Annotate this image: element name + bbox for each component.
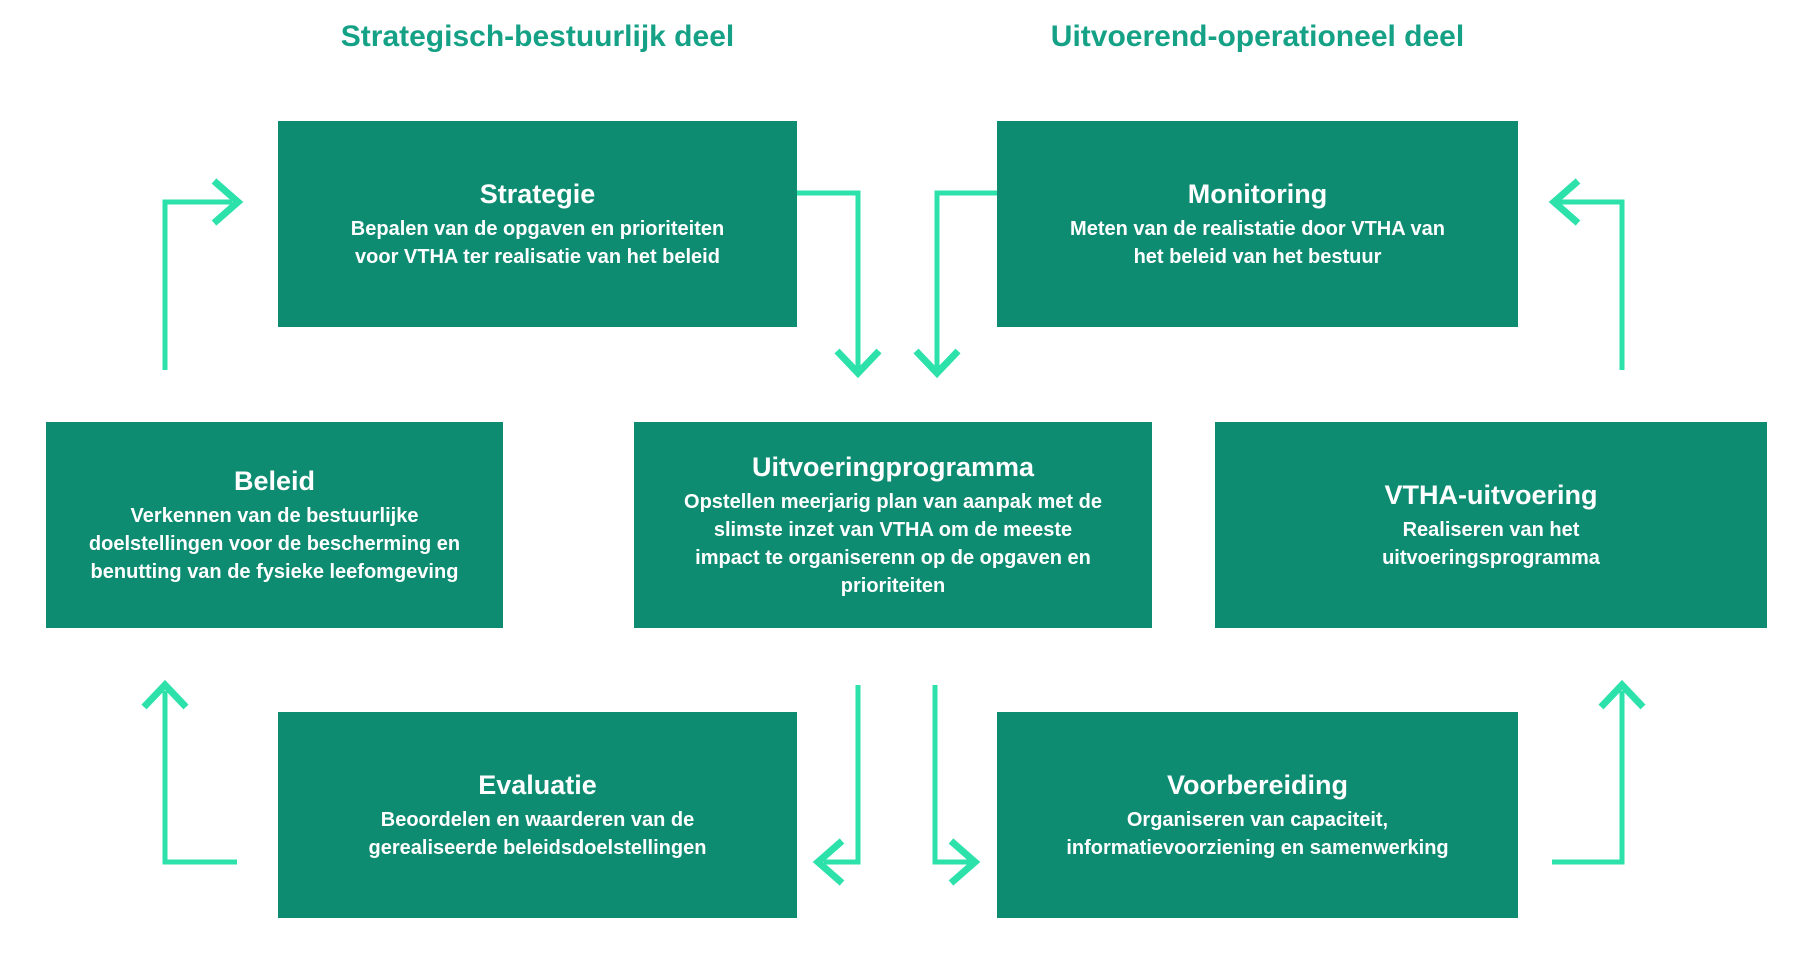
arrow-uitvoeringprogramma-to-voorbereiding	[932, 685, 981, 886]
arrow-voorbereiding-to-vtha-uitvoering	[1552, 679, 1646, 865]
strategie-title: Strategie	[479, 179, 596, 210]
arrow-evaluatie-to-beleid	[141, 679, 237, 865]
vtha-uitvoering-description: Realiseren van het uitvoeringsprogramma	[1382, 518, 1600, 569]
voorbereiding-box: Voorbereiding Organiseren van capaciteit…	[997, 712, 1518, 918]
evaluatie-description: Beoordelen en waarderen van de gerealise…	[368, 808, 707, 859]
arrow-uitvoeringprogramma-to-evaluatie	[812, 685, 861, 886]
arrow-strategie-to-uitvoeringprogramma	[797, 190, 882, 379]
evaluatie-box: Evaluatie Beoordelen en waarderen van de…	[278, 712, 797, 918]
arrow-beleid-to-strategie	[162, 178, 244, 370]
uitvoeringprogramma-description: Opstellen meerjarig plan van aanpak met …	[684, 490, 1102, 597]
vtha-uitvoering-title: VTHA-uitvoering	[1384, 480, 1598, 511]
evaluatie-title: Evaluatie	[478, 770, 597, 801]
monitoring-description: Meten van de realistatie door VTHA van h…	[1070, 217, 1445, 268]
uitvoeringprogramma-box: Uitvoeringprogramma Opstellen meerjarig …	[634, 422, 1152, 628]
uitvoeringprogramma-title: Uitvoeringprogramma	[751, 452, 1035, 483]
left-column-header: Strategisch-bestuurlijk deel	[340, 20, 735, 53]
beleid-box: Beleid Verkennen van de bestuurlijke doe…	[46, 422, 503, 628]
monitoring-box: Monitoring Meten van de realistatie door…	[997, 121, 1518, 327]
voorbereiding-description: Organiseren van capaciteit, informatievo…	[1066, 808, 1449, 859]
voorbereiding-title: Voorbereiding	[1166, 770, 1348, 801]
arrow-monitoring-to-uitvoeringprogramma	[913, 190, 997, 379]
beleid-title: Beleid	[233, 466, 316, 497]
vtha-uitvoering-box: VTHA-uitvoering Realiseren van het uitvo…	[1215, 422, 1767, 628]
strategie-box: Strategie Bepalen van de opgaven en prio…	[278, 121, 797, 327]
right-column-header: Uitvoerend-operationeel deel	[1050, 20, 1465, 53]
monitoring-title: Monitoring	[1187, 179, 1328, 210]
strategie-description: Bepalen van de opgaven en prioriteiten v…	[350, 217, 725, 268]
arrow-vtha-uitvoering-to-monitoring	[1548, 178, 1625, 370]
beleid-description: Verkennen van de bestuurlijke doelstelli…	[88, 504, 461, 583]
